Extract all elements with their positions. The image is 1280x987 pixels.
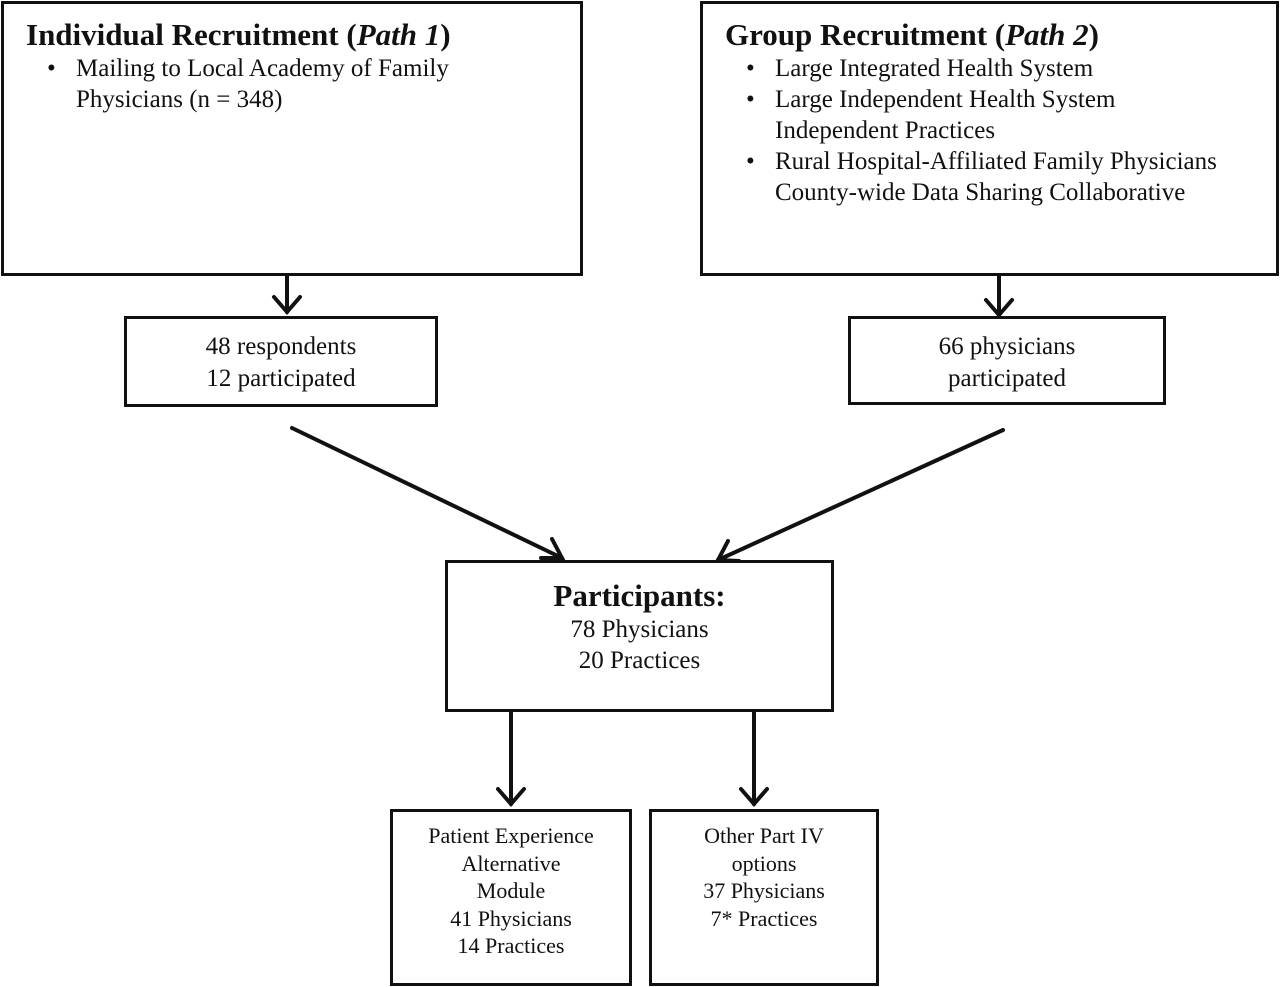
arrow-path1-to-respondents: [272, 273, 302, 316]
bullet-icon: •: [746, 86, 755, 113]
outcome-line: 37 Physicians: [703, 878, 825, 903]
outcome-line: 7* Practices: [710, 905, 818, 931]
participants-practices: 20 Practices: [578, 647, 701, 674]
outcome-line: 14 Practices: [457, 933, 565, 958]
arrow-participants-to-patient-experience: [496, 709, 526, 808]
list-item: • Large Independent Health System Indepe…: [746, 86, 1116, 144]
participants-title: Participants:: [553, 578, 726, 613]
patient-experience-box: Patient Experience Alternative Module 41…: [390, 809, 632, 986]
path2-result-line: participated: [948, 365, 1066, 392]
other-options-box: Other Part IV options 37 Physicians 7* P…: [649, 809, 879, 986]
outcome-line: options: [731, 850, 797, 876]
arrow-physicians-to-participants: [714, 428, 1005, 563]
path1-result-line: 48 respondents: [205, 333, 357, 360]
bullet-icon: •: [746, 55, 755, 82]
individual-recruitment-list: • Mailing to Local Academy of Family Phy…: [22, 53, 580, 115]
individual-recruitment-title: Individual Recruitment (Path 1): [26, 17, 451, 52]
participants-box: Participants: 78 Physicians 20 Practices: [445, 560, 834, 712]
arrow-path2-to-physicians: [984, 273, 1014, 319]
group-recruitment-title: Group Recruitment (Path 2): [725, 17, 1099, 52]
group-recruitment-list: • Large Integrated Health System • Large…: [721, 53, 1276, 208]
outcome-line: Other Part IV: [704, 823, 824, 848]
group-recruitment-box: Group Recruitment (Path 2) • Large Integ…: [700, 1, 1279, 276]
path2-result-box: 66 physicians participated: [848, 316, 1166, 405]
outcome-line: Module: [476, 878, 546, 903]
outcome-line: Alternative: [461, 850, 561, 876]
list-item: • Large Integrated Health System: [746, 55, 1094, 82]
path1-result-line: 12 participated: [206, 365, 356, 392]
path1-result-box: 48 respondents 12 participated: [124, 316, 438, 407]
outcome-line: 41 Physicians: [450, 905, 572, 931]
participants-physicians: 78 Physicians: [570, 616, 709, 643]
individual-recruitment-box: Individual Recruitment (Path 1) • Mailin…: [1, 1, 583, 276]
list-item: • Mailing to Local Academy of Family Phy…: [47, 55, 449, 113]
outcome-line: Patient Experience: [428, 823, 594, 848]
list-item: • Rural Hospital-Affiliated Family Physi…: [746, 148, 1217, 206]
arrow-respondents-to-participants: [290, 426, 566, 560]
arrow-participants-to-other-options: [739, 709, 769, 808]
bullet-icon: •: [746, 148, 755, 175]
path2-result-line: 66 physicians: [938, 333, 1076, 360]
bullet-icon: •: [47, 55, 56, 82]
